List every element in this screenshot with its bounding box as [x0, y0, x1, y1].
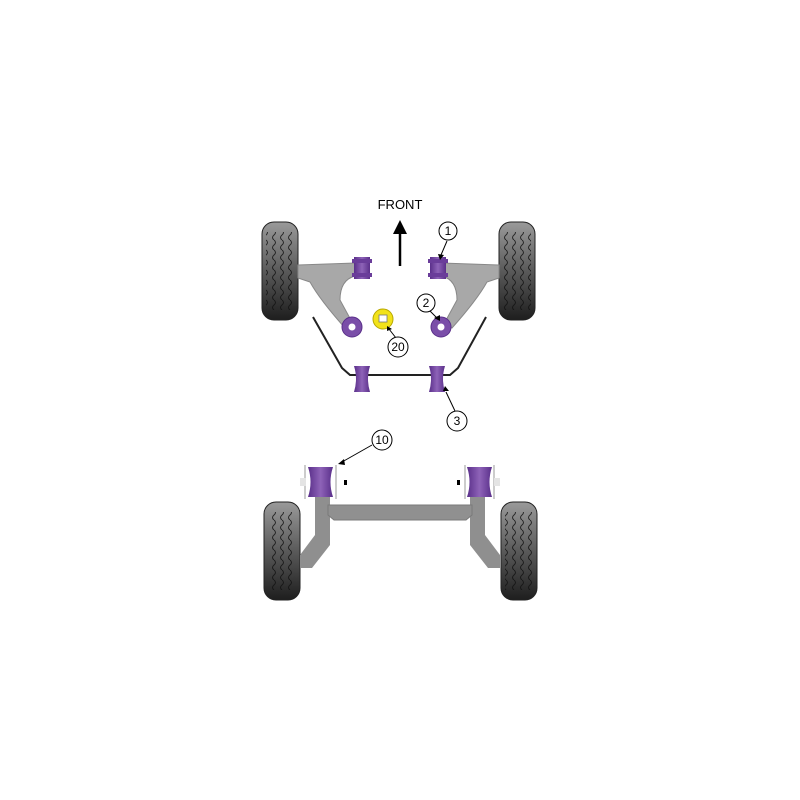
front-label: FRONT: [378, 197, 423, 212]
callout-1: 1: [438, 221, 458, 260]
rear-beam-right-arm: [470, 494, 500, 568]
svg-text:20: 20: [391, 340, 405, 354]
front-wishbone-rear-bush-left: [341, 316, 363, 338]
callout-3: 3: [443, 386, 468, 432]
svg-text:3: 3: [454, 414, 461, 428]
callout-2: 2: [416, 293, 440, 321]
front-anti-roll-bar: [312, 316, 487, 376]
front-wishbone-front-bush-left: [352, 257, 372, 279]
front-arrow-icon: [393, 220, 407, 266]
rear-left-wheel: [263, 501, 301, 601]
rear-beam-left-arm: [300, 494, 330, 568]
front-wishbone-front-bush-right: [428, 257, 448, 279]
rear-beam-bush-left: [300, 465, 347, 499]
front-right-wishbone: [441, 262, 500, 329]
svg-text:10: 10: [375, 433, 389, 447]
svg-text:2: 2: [423, 296, 430, 310]
front-wishbone-rear-bush-right: [430, 316, 452, 338]
rear-right-wheel: [500, 501, 538, 601]
front-left-wheel: [261, 221, 299, 321]
engine-mount-insert: [372, 308, 394, 330]
front-right-wheel: [498, 221, 536, 321]
rear-twist-beam: [327, 504, 473, 521]
callout-10: 10: [338, 429, 393, 465]
svg-text:1: 1: [445, 224, 452, 238]
anti-roll-bar-bush-left: [354, 366, 370, 392]
anti-roll-bar-bush-right: [429, 366, 445, 392]
rear-beam-bush-right: [457, 465, 500, 499]
callout-20: 20: [387, 326, 409, 358]
